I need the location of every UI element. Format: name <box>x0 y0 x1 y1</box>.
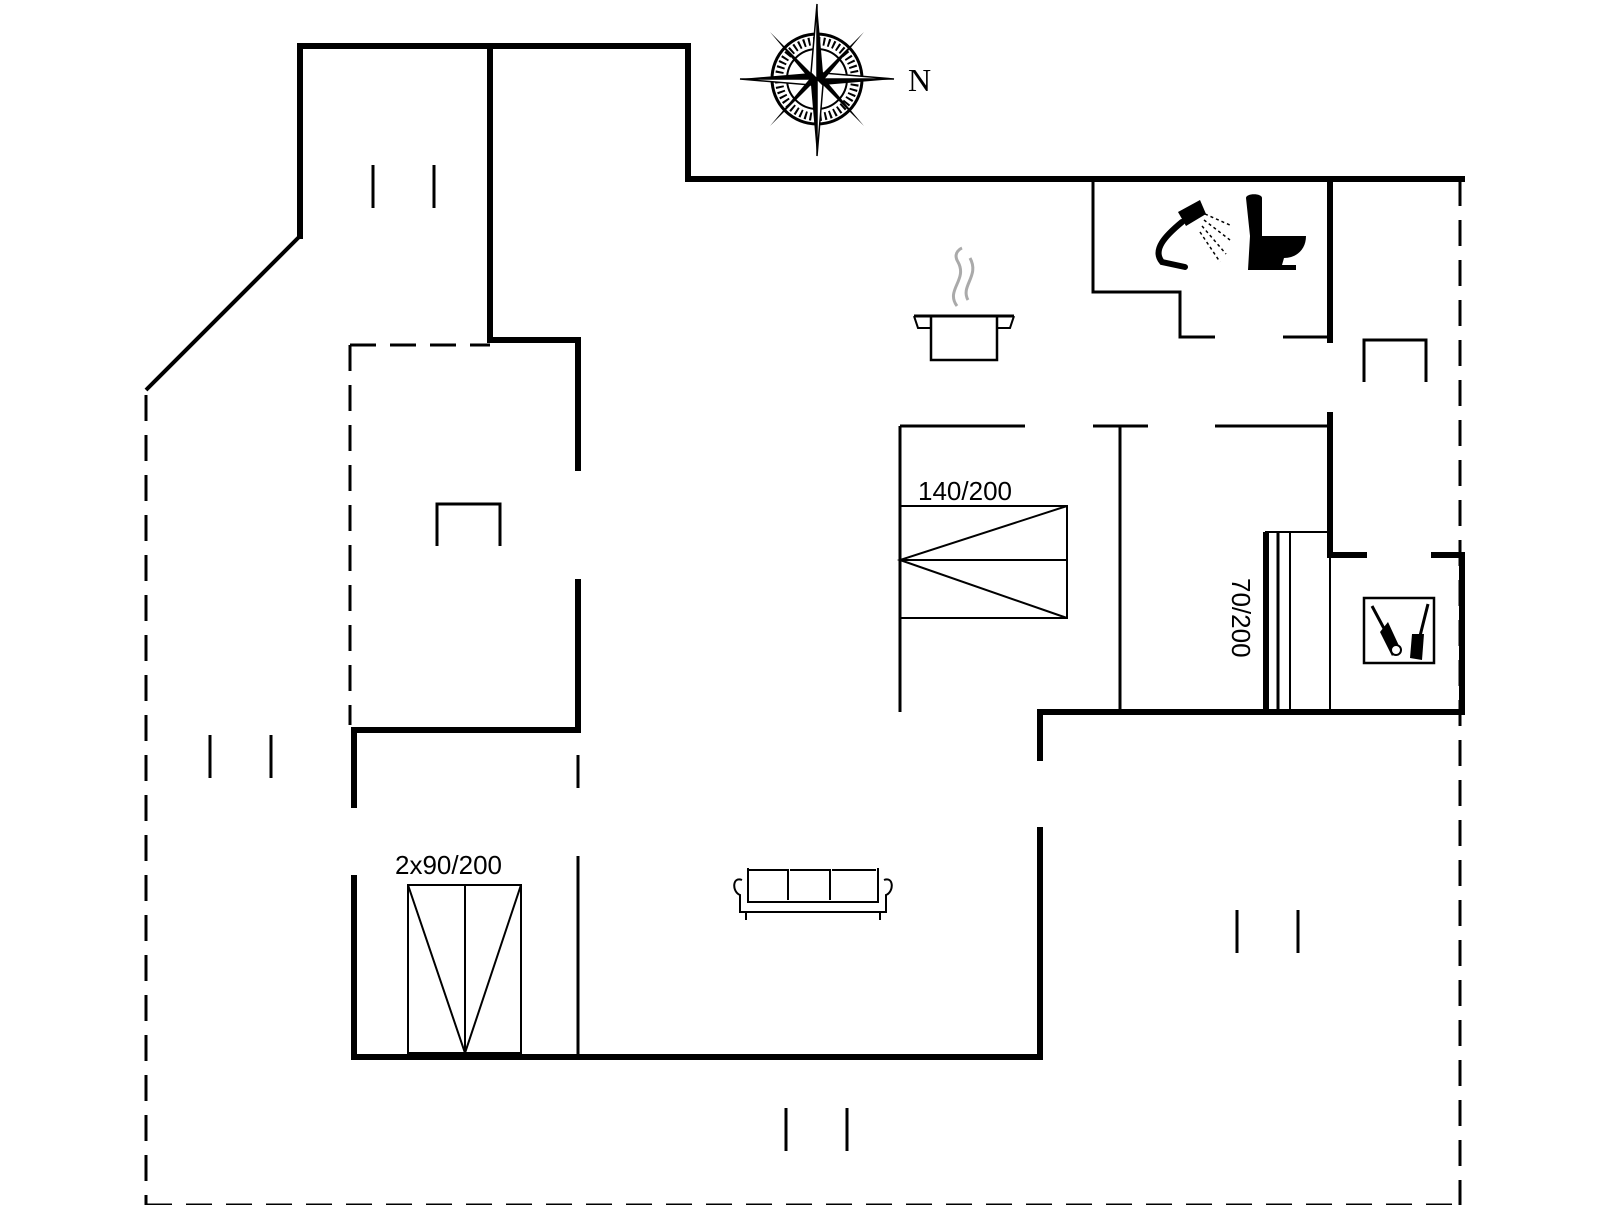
twin-beds-icon <box>407 884 522 1057</box>
compass-rose-icon <box>739 3 895 157</box>
exterior-walls <box>297 43 1465 1060</box>
cooking-pot-icon <box>913 246 1015 362</box>
loft-outline <box>348 343 490 725</box>
double-bed-icon <box>896 505 1068 619</box>
compass-north-label: N <box>908 62 931 98</box>
twin-beds-label: 2x90/200 <box>395 850 502 880</box>
sofa-icon <box>733 868 893 920</box>
toilet-icon <box>1246 194 1306 270</box>
door-marks <box>208 165 1428 1151</box>
shower-icon <box>1155 200 1233 270</box>
single-bed-label: 70/200 <box>1226 578 1256 658</box>
double-bed-label: 140/200 <box>918 476 1012 506</box>
vacuum-cleaner-icon <box>1362 596 1436 665</box>
terrace-boundary <box>144 180 1462 1205</box>
single-bed-icon <box>1263 531 1331 711</box>
